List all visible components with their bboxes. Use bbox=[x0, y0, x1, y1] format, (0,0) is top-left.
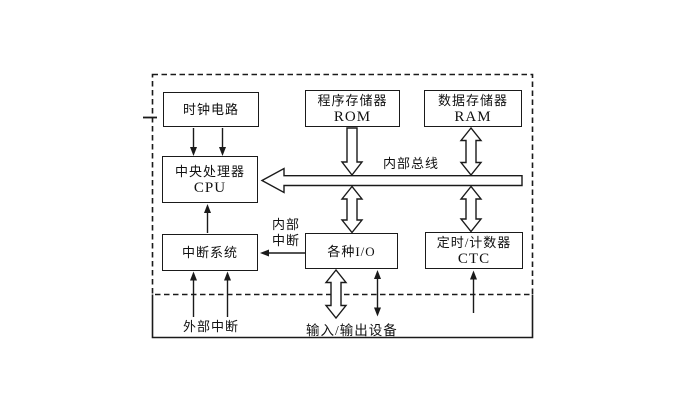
chip-boundary-dashed-rect bbox=[151, 73, 534, 296]
rom-label-line2: ROM bbox=[333, 108, 372, 125]
clock-circuit-box: 时钟电路 bbox=[163, 92, 259, 127]
cpu-label-line1: 中央处理器 bbox=[174, 163, 245, 179]
external-interrupt-label: 外部中断 bbox=[183, 319, 240, 334]
interrupt-system-label: 中断系统 bbox=[181, 245, 238, 260]
ram-label-line1: 数据存储器 bbox=[437, 92, 508, 108]
bus-io-double-arrow bbox=[340, 185, 364, 234]
io-to-interrupt-arrow bbox=[260, 249, 305, 257]
interrupt-system-box: 中断系统 bbox=[162, 234, 258, 271]
internal-bus-arrow bbox=[260, 167, 523, 194]
interrupt-to-cpu-arrow bbox=[204, 204, 211, 233]
rom-label-line1: 程序存储器 bbox=[317, 92, 388, 108]
ram-bus-double-arrow bbox=[459, 126, 483, 177]
io-devices-double-arrow bbox=[324, 268, 348, 320]
devices-to-ctc-arrow bbox=[470, 270, 477, 313]
external-interrupt-arrows bbox=[190, 271, 231, 317]
io-devices-thin-double-arrow bbox=[374, 270, 381, 317]
ctc-box: 定时/计数器 CTC bbox=[425, 232, 523, 269]
ctc-label-line2: CTC bbox=[457, 250, 491, 267]
ctc-label-line1: 定时/计数器 bbox=[436, 234, 512, 250]
internal-interrupt-label: 内部 中断 bbox=[268, 217, 304, 249]
cpu-label-line2: CPU bbox=[193, 179, 227, 196]
io-devices-label: 输入/输出设备 bbox=[306, 323, 398, 338]
clock-to-cpu-arrows bbox=[190, 128, 226, 156]
rom-to-bus-arrow bbox=[340, 127, 364, 177]
internal-interrupt-line2: 中断 bbox=[271, 233, 300, 248]
io-box: 各种I/O bbox=[305, 233, 398, 269]
internal-interrupt-line1: 内部 bbox=[271, 217, 300, 232]
internal-bus-label: 内部总线 bbox=[383, 156, 440, 171]
rom-box: 程序存储器 ROM bbox=[305, 90, 400, 127]
ram-label-line2: RAM bbox=[454, 108, 492, 125]
ram-box: 数据存储器 RAM bbox=[424, 90, 522, 127]
external-region-rect bbox=[151, 294, 534, 339]
cpu-box: 中央处理器 CPU bbox=[162, 156, 258, 203]
bus-ctc-double-arrow bbox=[459, 185, 483, 233]
io-label: 各种I/O bbox=[327, 243, 376, 259]
clock-circuit-label: 时钟电路 bbox=[182, 102, 239, 117]
